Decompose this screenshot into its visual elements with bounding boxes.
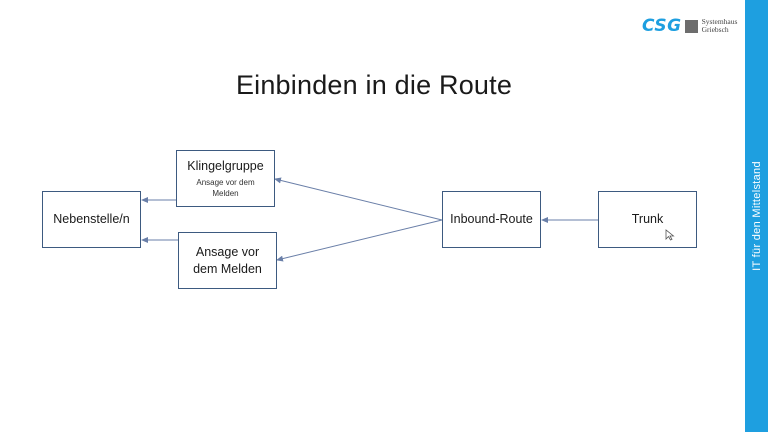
routing-diagram: Nebenstelle/n Klingelgruppe Ansage vor d…: [42, 150, 697, 289]
node-nebenstelle: Nebenstelle/n: [42, 191, 141, 248]
node-klingelgruppe: Klingelgruppe Ansage vor dem Melden: [176, 150, 275, 207]
node-ansage: Ansage vor dem Melden: [178, 232, 277, 289]
node-klingelgruppe-sublabel: Ansage vor dem Melden: [196, 178, 255, 198]
arrow-inbound-to-klingelgruppe: [274, 177, 443, 221]
node-inbound-route-label: Inbound-Route: [450, 212, 533, 226]
logo-square-icon: [684, 19, 698, 33]
logo-subtitle: Systemhaus Griebsch: [702, 18, 738, 34]
node-trunk: Trunk: [598, 191, 697, 248]
node-trunk-label: Trunk: [631, 212, 664, 226]
diagram-connectors: [141, 177, 598, 262]
company-logo: CSG Systemhaus Griebsch: [642, 16, 737, 36]
node-klingelgruppe-label: Klingelgruppe: [187, 159, 264, 173]
slide-title: Einbinden in die Route: [235, 70, 513, 100]
logo-line-1: Systemhaus: [701, 17, 738, 26]
arrow-inbound-to-ansage: [276, 219, 443, 262]
node-ansage-label: Ansage vor dem Melden: [193, 244, 262, 276]
logo-line-2: Griebsch: [701, 25, 729, 34]
node-nebenstelle-label: Nebenstelle/n: [53, 212, 130, 226]
node-inbound-route: Inbound-Route: [442, 191, 541, 248]
logo-brand: CSG: [642, 16, 682, 36]
brand-sidebar: IT für den Mittelstand: [745, 0, 768, 432]
sidebar-slogan: IT für den Mittelstand: [750, 161, 763, 271]
mouse-pointer-icon: [665, 229, 675, 241]
